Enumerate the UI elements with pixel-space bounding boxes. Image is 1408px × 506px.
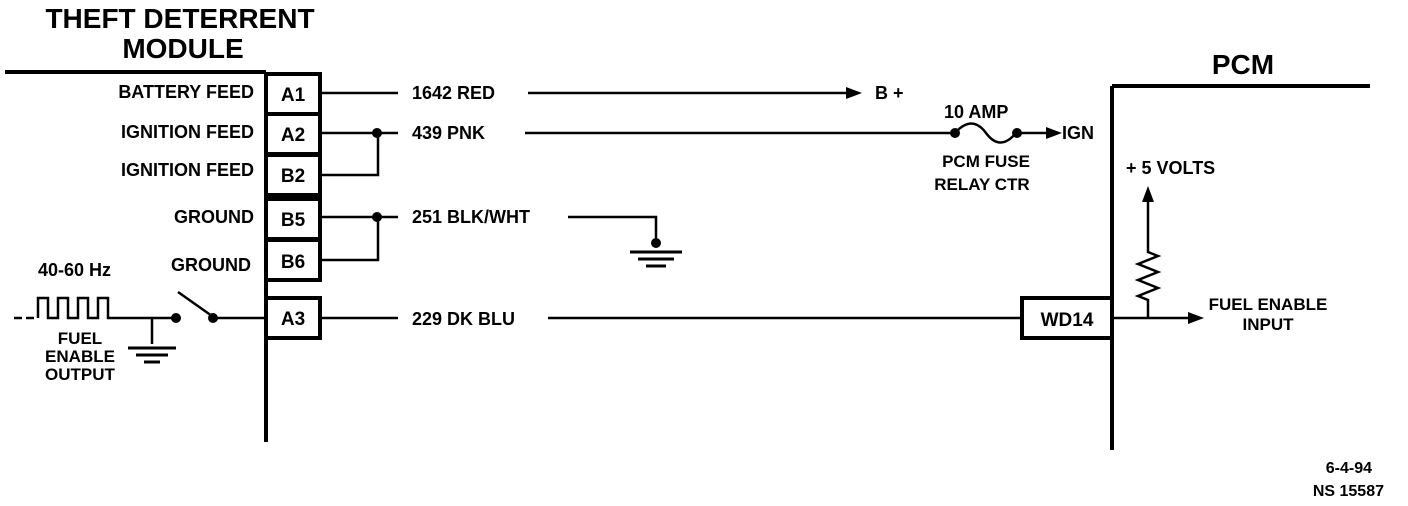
switch-icon <box>171 290 218 323</box>
wire-a3-label: 229 DK BLU <box>412 309 515 329</box>
wire-a1-label: 1642 RED <box>412 83 495 103</box>
pcm-title: PCM <box>1212 49 1274 80</box>
pin-b6-label: GROUND <box>171 255 251 275</box>
pin-a3-box: A3 <box>264 296 322 340</box>
pin-b5-box: B5 <box>264 197 322 241</box>
pin-b5-label: GROUND <box>174 207 254 227</box>
arrow-icon <box>846 87 862 99</box>
wire-b5-label: 251 BLK/WHT <box>412 207 530 227</box>
wire-a2-label: 439 PNK <box>412 123 485 143</box>
pin-b5-id: B5 <box>281 210 306 231</box>
battery-dest-label: B + <box>875 83 904 103</box>
pin-b6-box: B6 <box>264 238 322 282</box>
resistor-icon <box>1134 198 1162 318</box>
fuse-location-line1: PCM FUSE <box>942 152 1030 171</box>
pin-b6-id: B6 <box>281 252 305 273</box>
ground-icon <box>630 238 682 268</box>
pin-a1-box: A1 <box>264 72 322 116</box>
pcm-input-label-line1: FUEL ENABLE <box>1209 295 1328 314</box>
arrow-icon <box>1188 312 1204 324</box>
wire-b5-run <box>568 215 658 243</box>
splice-dot <box>372 212 382 222</box>
pcm-connector-id: WD14 <box>1041 310 1094 331</box>
square-wave-icon <box>36 296 114 320</box>
module-title-line1: THEFT DETERRENT <box>45 3 314 34</box>
footer-ref: NS 15587 <box>1313 483 1384 500</box>
pin-a2-id: A2 <box>281 125 305 146</box>
pcm-reference-voltage: + 5 VOLTS <box>1126 158 1215 178</box>
pcm-connector-box: WD14 <box>1020 296 1114 340</box>
pin-b2-id: B2 <box>281 166 305 187</box>
signal-name-line2: ENABLE <box>45 347 115 366</box>
fuse-icon <box>954 122 1017 144</box>
ground-icon <box>128 318 176 364</box>
pin-a2-label: IGNITION FEED <box>121 122 254 142</box>
fuse-dest-label: IGN <box>1062 123 1094 143</box>
pin-b2-box: B2 <box>264 153 322 197</box>
signal-frequency-label: 40-60 Hz <box>38 260 111 280</box>
signal-name-line3: OUTPUT <box>45 365 116 384</box>
pin-a1-label: BATTERY FEED <box>118 82 254 102</box>
pin-b2-label: IGNITION FEED <box>121 160 254 180</box>
arrow-icon <box>1046 127 1062 139</box>
pin-a3-id: A3 <box>281 309 305 330</box>
splice-dot <box>372 128 382 138</box>
wire-b6-jumper <box>320 217 380 262</box>
pin-a1-id: A1 <box>281 85 306 106</box>
arrow-up-icon <box>1142 186 1154 202</box>
pin-a2-box: A2 <box>264 112 322 156</box>
footer-date: 6-4-94 <box>1326 460 1372 477</box>
wire-b2-jumper <box>320 133 380 177</box>
fuse-rating-label: 10 AMP <box>944 102 1008 122</box>
signal-name-line1: FUEL <box>58 329 102 348</box>
pcm-input-label-line2: INPUT <box>1243 315 1295 334</box>
module-title-line2: MODULE <box>122 33 243 64</box>
fuse-location-line2: RELAY CTR <box>934 175 1029 194</box>
